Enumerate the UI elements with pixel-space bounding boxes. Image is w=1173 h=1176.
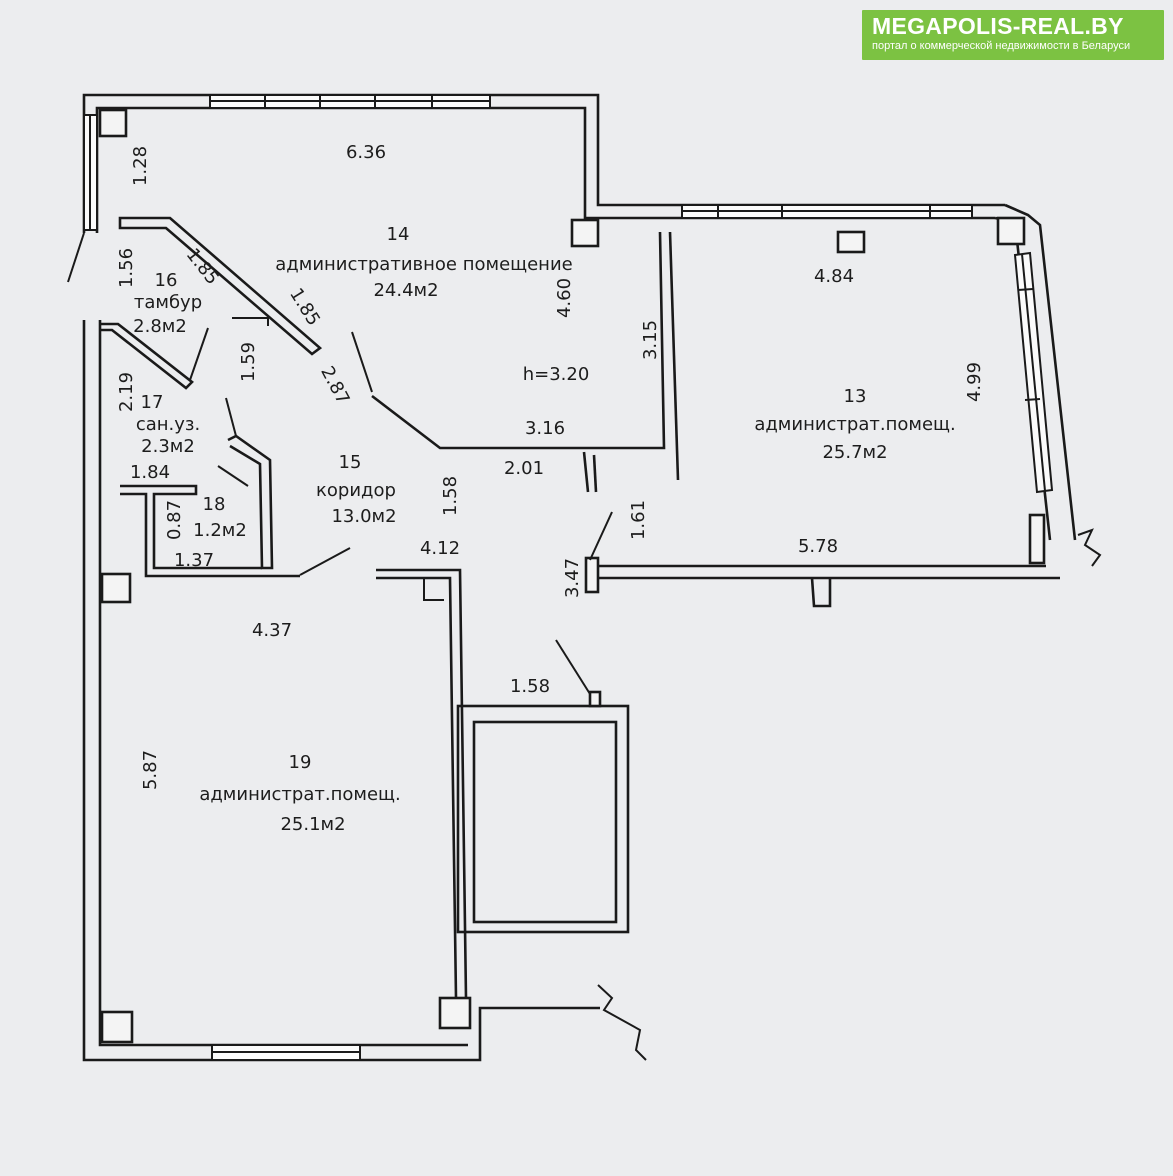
room-16-number: 16 xyxy=(155,270,178,291)
break-line-right xyxy=(1077,528,1102,567)
shaft-doorstop xyxy=(588,690,602,708)
dim-0.87: 0.87 xyxy=(164,500,185,540)
dim-1.37: 1.37 xyxy=(174,550,214,571)
column-bottom-left xyxy=(100,1010,134,1044)
stub-578 xyxy=(810,577,832,608)
dim-2.87: 2.87 xyxy=(316,363,353,408)
room-19-name: администрат.помещ. xyxy=(199,784,400,805)
dim-3.47: 3.47 xyxy=(562,558,583,598)
dim-4.99: 4.99 xyxy=(964,362,985,402)
wall-stub-201b xyxy=(592,454,598,493)
column-top-left xyxy=(98,108,128,138)
break-line-bottom xyxy=(597,984,647,1061)
door-17 xyxy=(189,327,209,381)
dim-2.19: 2.19 xyxy=(116,372,137,412)
room-15-area: 13.0м2 xyxy=(331,506,396,527)
wall-stub-201 xyxy=(582,451,590,493)
room-17-name: сан.уз. xyxy=(136,414,200,435)
room-14-area: 24.4м2 xyxy=(373,280,438,301)
column-top-right xyxy=(996,216,1026,246)
door-shaft xyxy=(555,639,591,695)
windows-right xyxy=(1013,251,1054,494)
room-18-number: 18 xyxy=(203,494,226,515)
niche-top-13 xyxy=(836,230,866,254)
room-13-name: администрат.помещ. xyxy=(754,414,955,435)
wall-16-14-diag xyxy=(118,216,323,356)
room-13-area: 25.7м2 xyxy=(822,442,887,463)
dim-5.78: 5.78 xyxy=(798,536,838,557)
dim-3.15: 3.15 xyxy=(640,320,661,360)
column-mid-top xyxy=(570,218,600,248)
door-14 xyxy=(351,331,373,393)
room-14-name: административное помещение xyxy=(275,254,572,275)
dim-2.01: 2.01 xyxy=(504,458,544,479)
wall-17-15 xyxy=(227,434,274,570)
wall-14-bottom xyxy=(371,394,584,450)
stub-16 xyxy=(232,317,269,326)
room-17-number: 17 xyxy=(141,392,164,413)
wall-15-19 xyxy=(376,568,468,999)
room-16-name: тамбур xyxy=(134,292,202,313)
wall-16-17 xyxy=(100,322,194,390)
wall-14-13-b xyxy=(668,231,680,481)
column-right-bottom xyxy=(1028,513,1046,565)
dim-1.61: 1.61 xyxy=(628,500,649,540)
column-bottom-mid xyxy=(438,996,472,1030)
windows-left xyxy=(83,114,98,231)
dim-3.16: 3.16 xyxy=(525,418,565,439)
niche-412 xyxy=(423,578,444,601)
site-logo-tagline: портал о коммерческой недвижимости в Бел… xyxy=(872,40,1131,52)
door-19 xyxy=(299,547,351,576)
site-logo-brand: MEGAPOLIS-REAL.BY xyxy=(872,13,1124,39)
dim-1.56: 1.56 xyxy=(116,248,137,288)
dim-6.36: 6.36 xyxy=(346,142,386,163)
wall-14-13 xyxy=(584,231,666,450)
room-15-name: коридор xyxy=(316,480,396,501)
dim-4.12: 4.12 xyxy=(420,538,460,559)
room-18-area: 1.2м2 xyxy=(193,520,247,541)
wall-18 xyxy=(120,484,262,570)
wall-bottom-right xyxy=(468,1006,600,1062)
door-15-17 xyxy=(225,397,237,437)
dim-1.58-a: 1.58 xyxy=(440,476,461,516)
dim-4.84: 4.84 xyxy=(814,266,854,287)
room-16-area: 2.8м2 xyxy=(133,316,187,337)
dim-1.59: 1.59 xyxy=(238,342,259,382)
door-13 xyxy=(589,511,613,561)
room-13-number: 13 xyxy=(844,386,867,407)
windows-top xyxy=(209,94,973,219)
windows-bottom xyxy=(211,1044,361,1061)
door-stop-13 xyxy=(584,556,600,594)
dim-5.87: 5.87 xyxy=(140,750,161,790)
site-logo[interactable]: MEGAPOLIS-REAL.BY портал о коммерческой … xyxy=(862,10,1164,60)
dim-4.60: 4.60 xyxy=(554,278,575,318)
dim-1.28: 1.28 xyxy=(130,146,151,186)
wall-18-b xyxy=(120,492,300,578)
door-18 xyxy=(217,465,249,487)
room-15-number: 15 xyxy=(339,452,362,473)
room-14-number: 14 xyxy=(387,224,410,245)
dim-4.37: 4.37 xyxy=(252,620,292,641)
door-16 xyxy=(67,232,85,283)
room-19-number: 19 xyxy=(289,752,312,773)
dim-1.84: 1.84 xyxy=(130,462,170,483)
dim-1.58-b: 1.58 xyxy=(510,676,550,697)
room-19-area: 25.1м2 xyxy=(280,814,345,835)
shaft-outer xyxy=(456,704,630,934)
column-left-mid xyxy=(100,572,132,604)
room-17-area: 2.3м2 xyxy=(141,436,195,457)
dim-1.85-a: 1.85 xyxy=(182,244,223,289)
wall-right-outer xyxy=(1004,203,1077,541)
shaft-inner xyxy=(472,720,618,924)
room-14-height: h=3.20 xyxy=(523,364,590,385)
wall-15-19-b xyxy=(376,576,458,999)
